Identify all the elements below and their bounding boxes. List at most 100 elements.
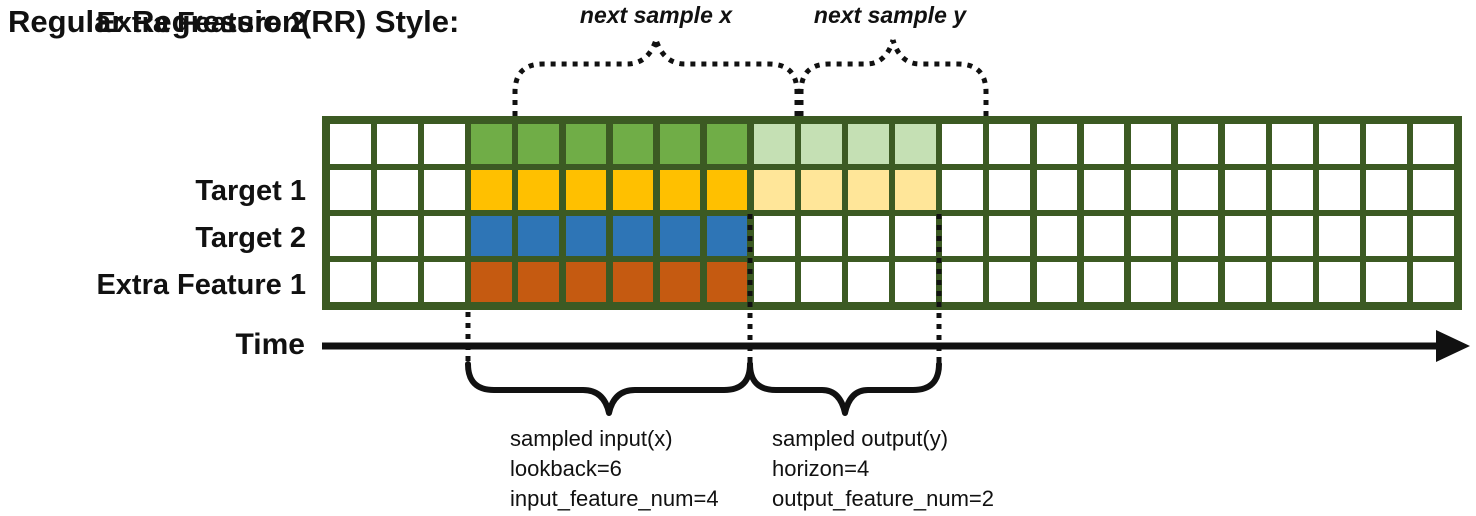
grid-cell <box>1224 124 1266 164</box>
grid-cell <box>989 262 1031 302</box>
grid-cell <box>424 216 465 256</box>
grid-cell <box>706 216 748 256</box>
grid-cell <box>753 262 795 302</box>
grid-cell <box>518 124 560 164</box>
grid-cell <box>895 216 936 256</box>
grid-cell <box>1319 262 1360 302</box>
grid-cell <box>1224 216 1266 256</box>
grid-cell <box>612 170 654 210</box>
grid-cell <box>565 262 607 302</box>
grid-cell <box>942 216 983 256</box>
grid-cell <box>895 262 936 302</box>
grid-cell <box>659 262 701 302</box>
grid-cell <box>330 124 371 164</box>
grid-cell <box>565 124 607 164</box>
grid-cell <box>612 262 654 302</box>
grid-cell <box>1083 262 1125 302</box>
output-feature-num-value: output_feature_num=2 <box>772 486 995 511</box>
grid-cell <box>471 262 512 302</box>
sampled-output-title: sampled output(y) <box>772 426 949 451</box>
grid-cell <box>848 262 889 302</box>
grid-cell <box>518 216 560 256</box>
grid-cell <box>706 262 748 302</box>
grid-cell <box>895 170 936 210</box>
grid-cell <box>801 170 842 210</box>
grid-cell <box>1366 124 1407 164</box>
timeline-grid <box>322 116 1462 310</box>
input-feature-num-value: input_feature_num=4 <box>510 486 719 511</box>
grid-cell <box>848 216 889 256</box>
grid-cell <box>753 170 795 210</box>
next-sample-y-label: next sample y <box>813 2 967 28</box>
grid-cell <box>1272 124 1313 164</box>
grid-cell <box>1083 170 1125 210</box>
grid-cell <box>377 170 418 210</box>
next-sample-y-brace <box>798 39 989 116</box>
grid-cell <box>1319 170 1360 210</box>
grid-cell <box>1272 170 1313 210</box>
grid-cell <box>1130 216 1172 256</box>
time-axis-label: Time <box>235 328 305 361</box>
grid-cell <box>1177 216 1219 256</box>
grid-cell <box>377 216 418 256</box>
diagram-title: Regular Regression(RR) Style: <box>8 4 460 39</box>
grid-cell <box>1272 262 1313 302</box>
grid-cell <box>565 170 607 210</box>
grid-cell <box>330 262 371 302</box>
grid-cell <box>989 170 1031 210</box>
grid-cell <box>942 170 983 210</box>
grid-cell <box>706 124 748 164</box>
grid-cell <box>895 124 936 164</box>
next-sample-x-label: next sample x <box>579 2 733 28</box>
next-sample-x-brace <box>512 39 800 116</box>
grid-cell <box>753 124 795 164</box>
sampled-input-brace <box>465 361 753 416</box>
grid-cell <box>848 170 889 210</box>
sampled-output-brace <box>747 361 942 416</box>
grid-cell <box>1036 124 1078 164</box>
grid-cell <box>612 124 654 164</box>
sampled-output-annotation: sampled output(y) horizon=4 output_featu… <box>772 424 994 514</box>
grid-cell <box>753 216 795 256</box>
grid-cell <box>1413 262 1454 302</box>
grid-cell <box>471 216 512 256</box>
grid-cell <box>377 262 418 302</box>
grid-cell <box>330 216 371 256</box>
grid-cell <box>1036 170 1078 210</box>
grid-cell <box>1366 170 1407 210</box>
row-label-target-2: Target 2 <box>195 222 306 254</box>
sampled-input-title: sampled input(x) <box>510 426 673 451</box>
grid-cell <box>659 170 701 210</box>
grid-cell <box>1036 262 1078 302</box>
grid-cell <box>801 262 842 302</box>
grid-cell <box>1319 124 1360 164</box>
grid-cell <box>989 124 1031 164</box>
grid-cell <box>659 216 701 256</box>
grid-cell <box>612 216 654 256</box>
grid-cell <box>801 216 842 256</box>
row-label-target-1: Target 1 <box>195 175 306 207</box>
grid-cell <box>1130 124 1172 164</box>
grid-cell <box>1177 124 1219 164</box>
grid-cell <box>1083 124 1125 164</box>
grid-cell <box>1366 216 1407 256</box>
grid-cell <box>1130 262 1172 302</box>
grid-cell <box>565 216 607 256</box>
grid-cell <box>1413 124 1454 164</box>
grid-cell <box>706 170 748 210</box>
grid-cell <box>424 262 465 302</box>
grid-cell <box>518 170 560 210</box>
grid-cell <box>1413 170 1454 210</box>
grid-cell <box>518 262 560 302</box>
sampled-input-annotation: sampled input(x) lookback=6 input_featur… <box>510 424 719 514</box>
grid-cell <box>1413 216 1454 256</box>
row-label-extra-feature-2: Extra Feature 2 <box>96 7 306 39</box>
grid-cell <box>1177 262 1219 302</box>
grid-cell <box>1036 216 1078 256</box>
grid-cell <box>942 124 983 164</box>
grid-cell <box>989 216 1031 256</box>
grid-cell <box>1083 216 1125 256</box>
grid-cell <box>848 124 889 164</box>
grid-cell <box>659 124 701 164</box>
grid-cell <box>424 170 465 210</box>
